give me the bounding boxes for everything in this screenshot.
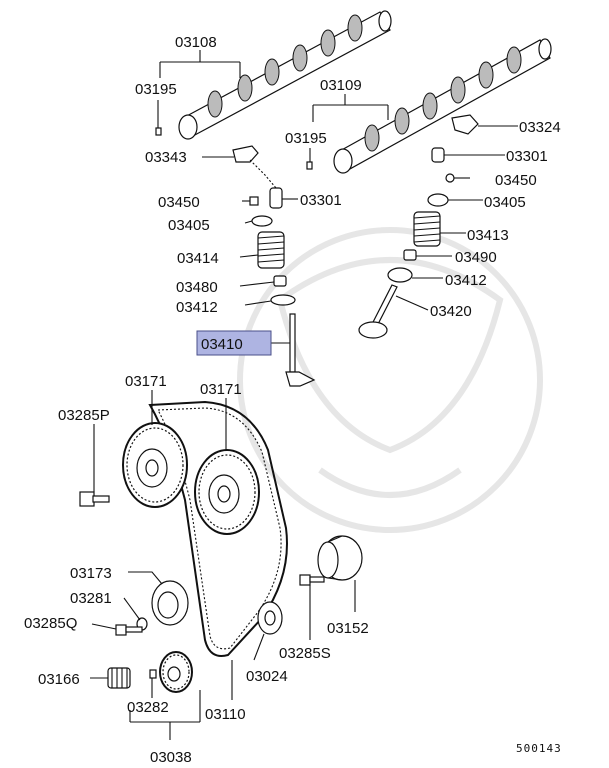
tensioner-pulley[interactable] bbox=[151, 580, 189, 626]
idler-pulley[interactable] bbox=[317, 535, 363, 581]
lash-adjuster-right[interactable] bbox=[431, 147, 445, 163]
camshaft-left[interactable] bbox=[178, 10, 392, 140]
label-bolt-cam[interactable]: 03285P bbox=[58, 407, 110, 424]
label-rocker-right[interactable]: 03324 bbox=[519, 119, 561, 136]
valve-left[interactable] bbox=[285, 313, 316, 387]
spring-seat-left[interactable] bbox=[270, 294, 296, 306]
pin-right[interactable] bbox=[306, 161, 313, 170]
sprocket-flange[interactable] bbox=[257, 601, 283, 635]
cam-sprocket-left[interactable] bbox=[122, 422, 188, 508]
labels: 03108 03195 03109 03195 03324 03343 0330… bbox=[24, 34, 562, 766]
pin-left[interactable] bbox=[155, 127, 162, 136]
idler-bolt[interactable] bbox=[299, 574, 325, 586]
label-crank-sprocket[interactable]: 03038 bbox=[150, 749, 192, 766]
lash-adjuster-left[interactable] bbox=[269, 187, 283, 209]
label-pin-right[interactable]: 03195 bbox=[285, 130, 327, 147]
label-seat-left[interactable]: 03412 bbox=[176, 299, 218, 316]
label-flange[interactable]: 03024 bbox=[246, 668, 288, 685]
leader-lines bbox=[90, 50, 518, 740]
valve-spring-right[interactable] bbox=[413, 211, 441, 247]
label-adjuster-right[interactable]: 03450 bbox=[495, 172, 537, 189]
label-adjuster-left[interactable]: 03450 bbox=[158, 194, 200, 211]
label-valve-left[interactable]: 03410 bbox=[201, 336, 243, 353]
label-lifter-right[interactable]: 03301 bbox=[506, 148, 548, 165]
stem-seal-left[interactable] bbox=[273, 275, 287, 287]
adjuster-cap-right[interactable] bbox=[445, 173, 455, 183]
adjuster-cap-left[interactable] bbox=[249, 196, 259, 206]
label-rocker-left[interactable]: 03343 bbox=[145, 149, 187, 166]
camshaft-right[interactable] bbox=[333, 38, 552, 174]
tensioner-bolt[interactable] bbox=[115, 624, 143, 636]
label-tensioner[interactable]: 03173 bbox=[70, 565, 112, 582]
label-spring-tensioner[interactable]: 03166 bbox=[38, 671, 80, 688]
label-washer[interactable]: 03281 bbox=[70, 590, 112, 607]
label-sprocket-right[interactable]: 03171 bbox=[200, 381, 242, 398]
label-seat-right[interactable]: 03412 bbox=[445, 272, 487, 289]
label-cam-left[interactable]: 03108 bbox=[175, 34, 217, 51]
cam-sprocket-bolt[interactable] bbox=[79, 491, 110, 507]
rocker-arm-left[interactable] bbox=[232, 145, 259, 163]
label-belt[interactable]: 03110 bbox=[205, 706, 246, 723]
spring-retainer-left[interactable] bbox=[251, 215, 273, 227]
label-idler[interactable]: 03152 bbox=[327, 620, 369, 637]
watermark-logo bbox=[237, 227, 543, 533]
label-spring-left[interactable]: 03414 bbox=[177, 250, 219, 267]
label-pin-left[interactable]: 03195 bbox=[135, 81, 177, 98]
label-cam-right[interactable]: 03109 bbox=[320, 77, 362, 94]
spring-seat-right[interactable] bbox=[387, 267, 413, 283]
label-seal-left[interactable]: 03480 bbox=[176, 279, 218, 296]
label-retainer-left[interactable]: 03405 bbox=[168, 217, 210, 234]
label-bolt-tensioner[interactable]: 03285Q bbox=[24, 615, 77, 632]
crank-sprocket[interactable] bbox=[159, 651, 193, 693]
label-bolt-idler[interactable]: 03285S bbox=[279, 645, 331, 662]
valve-right[interactable] bbox=[358, 284, 398, 339]
label-lifter-left[interactable]: 03301 bbox=[300, 192, 342, 209]
highlight-box bbox=[196, 330, 272, 356]
reference-code: 500143 bbox=[516, 742, 562, 755]
label-spring-right[interactable]: 03413 bbox=[467, 227, 509, 244]
label-sprocket-left[interactable]: 03171 bbox=[125, 373, 167, 390]
stem-seal-right[interactable] bbox=[403, 249, 417, 261]
tensioner-spring[interactable] bbox=[107, 667, 131, 689]
spring-retainer-right[interactable] bbox=[427, 193, 449, 207]
sprocket-key[interactable] bbox=[149, 669, 157, 679]
rocker-arm-right[interactable] bbox=[451, 114, 479, 135]
label-valve-right[interactable]: 03420 bbox=[430, 303, 472, 320]
label-key[interactable]: 03282 bbox=[127, 699, 169, 716]
label-retainer-right[interactable]: 03405 bbox=[484, 194, 526, 211]
label-seal-right[interactable]: 03490 bbox=[455, 249, 497, 266]
cam-sprocket-right[interactable] bbox=[194, 449, 260, 535]
valve-spring-left[interactable] bbox=[257, 231, 285, 269]
